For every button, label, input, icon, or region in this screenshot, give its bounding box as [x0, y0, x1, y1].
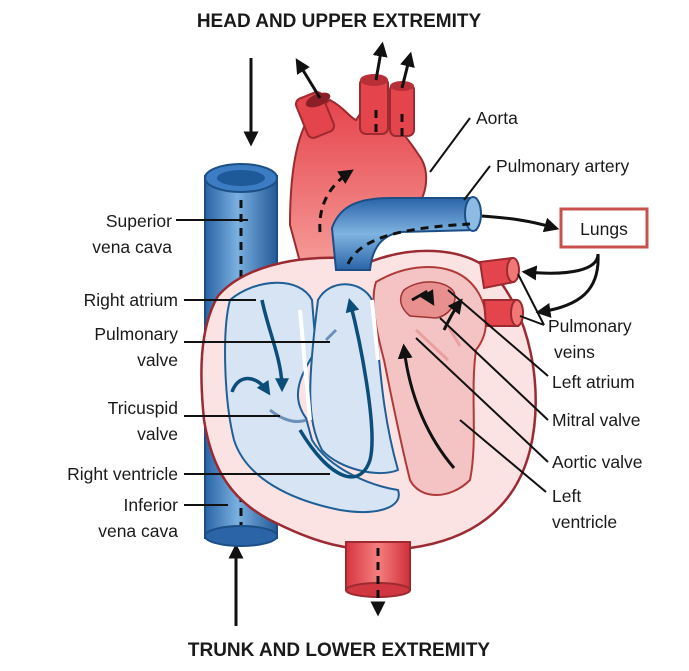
label-left-atrium: Left atrium — [552, 372, 635, 392]
label-pulmonary-artery: Pulmonary artery — [496, 156, 629, 176]
label-inferior-vena-cava-line2: vena cava — [98, 521, 178, 541]
title-bottom: TRUNK AND LOWER EXTREMITY — [188, 640, 491, 661]
lungs-box: Lungs — [561, 209, 647, 247]
label-aorta: Aorta — [476, 108, 518, 128]
label-right-atrium: Right atrium — [84, 290, 178, 310]
label-tricuspid-valve-line2: valve — [137, 424, 178, 444]
label-pulmonary-valve-line2: valve — [137, 350, 178, 370]
label-tricuspid-valve-line1: Tricuspid — [108, 398, 178, 418]
label-left-ventricle-line1: Left — [552, 486, 581, 506]
title-top: HEAD AND UPPER EXTREMITY — [197, 11, 482, 32]
label-lungs: Lungs — [580, 219, 628, 239]
label-pulmonary-valve-line1: Pulmonary — [94, 324, 178, 344]
label-aortic-valve: Aortic valve — [552, 452, 642, 472]
descending-aorta — [346, 542, 410, 612]
label-inferior-vena-cava-line1: Inferior — [124, 495, 179, 515]
label-superior-vena-cava-line1: Superior — [106, 211, 172, 231]
label-superior-vena-cava-line2: vena cava — [92, 237, 172, 257]
label-pulmonary-veins-line2: veins — [554, 342, 595, 362]
flow-arrow-lungs-vein-2 — [540, 254, 598, 312]
flow-arrow-to-lungs — [482, 216, 555, 228]
label-pulmonary-veins-line1: Pulmonary — [548, 316, 632, 336]
label-right-ventricle: Right ventricle — [67, 464, 178, 484]
label-left-ventricle-line2: ventricle — [552, 512, 617, 532]
label-mitral-valve: Mitral valve — [552, 410, 641, 430]
flow-arrow-lungs-vein-1 — [526, 254, 598, 273]
